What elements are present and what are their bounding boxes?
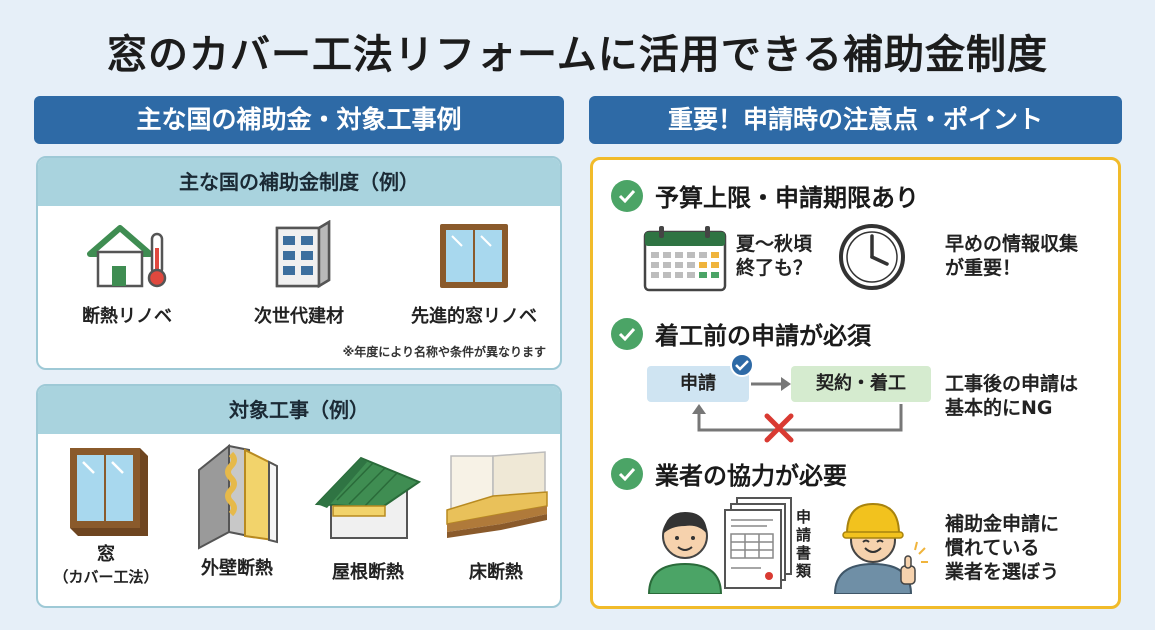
before-work-section-title: 着工前の申請が必須 [611,316,871,351]
program-label: 先進的窓リノベ [411,306,537,327]
page-title: 窓のカバー工法リフォームに活用できる補助金制度 [107,32,1048,78]
work-label: 床断熱 [469,562,523,583]
window-icon [440,224,508,288]
program-label: 次世代建材 [254,306,344,327]
budget-title-text: 予算上限・申請期限あり [655,184,919,212]
documents-label-char: 書 [796,544,812,562]
calendar-icon [643,226,727,292]
calendar-text-line: 終了も？ [736,257,813,279]
window-frame-icon [70,448,148,536]
check-icon [611,457,643,490]
work-label: 外壁断熱 [201,558,273,579]
work-item-window: 窓 （カバー工法） [46,440,166,587]
contractor-note-line: 業者を選ぼう [945,561,1060,583]
works-card-heading: 対象工事（例） [38,386,560,434]
roof-icon [314,456,422,539]
calendar-text-line: 夏〜秋頃 [736,233,813,255]
clock-text: 早めの情報収集 が重要！ [945,232,1078,280]
program-label: 断熱リノベ [82,306,172,327]
step-contract-box: 契約・着工 [791,366,931,402]
contractor-title-text: 業者の協力が必要 [655,462,847,490]
contractor-worker-icon [833,502,928,594]
right-section-header: 重要！申請時の注意点・ポイント [589,96,1122,144]
documents-icon [724,497,792,589]
documents-label-char: 請 [796,526,812,544]
budget-section-title: 予算上限・申請期限あり [611,178,919,213]
return-arrow-icon [692,404,903,443]
after-work-note-line: 工事後の申請は [945,373,1079,395]
building-panel-icon [275,220,331,289]
contractor-note: 補助金申請に 慣れている 業者を選ぼう [945,512,1059,584]
contractor-note-line: 補助金申請に [945,513,1060,535]
house-thermometer-icon [87,225,167,288]
work-item-wall-insulation: 外壁断熱 [182,440,292,580]
clock-icon [839,224,905,290]
clock-text-line: 早めの情報収集 [945,233,1079,255]
before-work-title-text: 着工前の申請が必須 [655,322,871,350]
program-item-insulation-renovation: 断熱リノベ [62,220,192,328]
program-note: ※年度により名称や条件が異なります [342,345,546,359]
checkmark-badge-icon [730,353,754,377]
work-label: 屋根断熱 [332,562,404,583]
step-apply-box: 申請 [647,366,749,402]
work-item-floor-insulation: 床断熱 [436,448,556,584]
check-icon [611,317,643,350]
customer-person-icon [647,512,723,594]
work-item-roof-insulation: 屋根断熱 [306,448,430,584]
documents-label-char: 類 [796,562,812,580]
subsidy-programs-card: 主な国の補助金制度（例） 断熱リノベ 次世代建材 [36,156,562,370]
contractor-note-line: 慣れている [945,537,1040,559]
after-work-note-line: 基本的にNG [945,397,1053,419]
work-sublabel: （カバー工法） [53,568,159,586]
contractor-section-title: 業者の協力が必要 [611,456,847,491]
wall-insulation-icon [198,443,278,550]
program-item-next-gen-materials: 次世代建材 [234,220,364,328]
floor-insulation-icon [446,451,548,538]
programs-card-heading: 主な国の補助金制度（例） [38,158,560,206]
calendar-text: 夏〜秋頃 終了も？ [736,232,812,280]
documents-label: 申 請 書 類 [796,508,811,580]
clock-text-line: が重要！ [945,257,1022,279]
check-icon [611,179,643,212]
documents-label-char: 申 [796,508,812,526]
work-label: 窓 [97,544,115,565]
program-item-advanced-window: 先進的窓リノベ [394,220,554,328]
target-works-card: 対象工事（例） 窓 （カバー工法） 外壁断熱 [36,384,562,608]
after-work-note: 工事後の申請は 基本的にNG [945,372,1078,420]
points-panel: 予算上限・申請期限あり 夏〜秋頃 終了も？ 早めの情報収集 が重要！ 着工前の申… [590,157,1121,609]
arrow-right-icon [751,377,791,391]
left-section-header: 主な国の補助金・対象工事例 [34,96,564,144]
